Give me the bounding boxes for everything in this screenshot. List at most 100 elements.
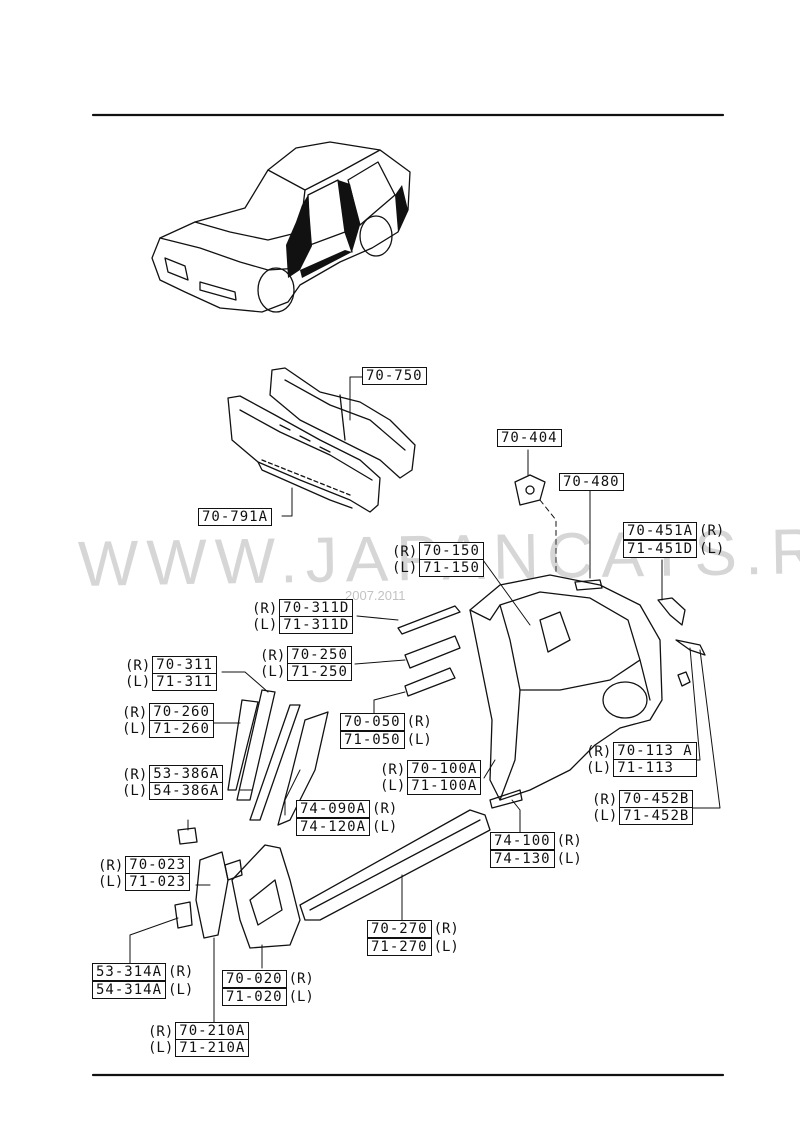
side-l: (L) xyxy=(288,989,314,1005)
part-number-l: 71-270 xyxy=(367,938,432,956)
side-r: (R) xyxy=(122,704,148,721)
part-number-l: 71-250 xyxy=(287,664,352,681)
side-l: (L) xyxy=(122,720,148,737)
side-l: (L) xyxy=(260,663,286,680)
part-number-r: 70-260 xyxy=(149,703,214,721)
part-number-l: 71-150 xyxy=(419,560,484,577)
part-number: 70-404 xyxy=(497,429,562,447)
part-70-260-shape xyxy=(249,704,301,821)
part-number-r: 53-386A xyxy=(149,765,224,783)
side-l: (L) xyxy=(433,939,459,955)
leader-lines xyxy=(129,376,721,1034)
part-70-311-shape xyxy=(236,689,276,801)
callout-74-100: 74-100(R) 74-130(L) xyxy=(490,832,582,868)
side-r: (R) xyxy=(433,921,459,937)
part-number-r: 70-451A xyxy=(623,522,698,540)
part-number-l: 74-130 xyxy=(490,850,555,868)
side-l: (L) xyxy=(125,673,151,690)
side-r: (R) xyxy=(168,964,194,980)
part-number-l: 74-120A xyxy=(296,818,371,836)
part-number-l: 71-451D xyxy=(623,540,698,558)
side-r: (R) xyxy=(372,801,398,817)
part-number-r: 70-452B xyxy=(619,790,694,808)
part-number-l: 71-100A xyxy=(407,778,482,795)
side-l: (L) xyxy=(586,759,612,776)
side-l: (L) xyxy=(406,732,432,748)
part-70-113-shape xyxy=(677,671,691,687)
part-70-020-shape xyxy=(231,844,301,949)
part-number-r: 70-050 xyxy=(340,713,405,731)
side-r: (R) xyxy=(148,1023,174,1040)
part-70-260-inner xyxy=(227,699,259,791)
part-number-r: 53-314A xyxy=(92,963,167,981)
part-number-l: 71-260 xyxy=(149,721,214,738)
side-r: (R) xyxy=(556,833,582,849)
callout-74-090A: 74-090A(R) 74-120A(L) xyxy=(296,800,397,836)
callout-70-480: 70-480 xyxy=(559,473,624,491)
part-number-r: 74-090A xyxy=(296,800,371,818)
part-number-r: 70-023 xyxy=(125,856,190,874)
side-r: (R) xyxy=(406,714,432,730)
part-number-r: 70-311D xyxy=(279,599,354,617)
part-number-l: 71-210A xyxy=(175,1040,250,1057)
part-53-314A-shape xyxy=(174,901,193,929)
side-r: (R) xyxy=(98,857,124,874)
side-r: (R) xyxy=(380,761,406,778)
part-70-480-shape xyxy=(574,579,603,591)
part-number-r: 70-100A xyxy=(407,760,482,778)
part-number-r: 70-113 A xyxy=(613,742,697,760)
side-l: (L) xyxy=(592,807,618,824)
side-l: (L) xyxy=(122,782,148,799)
part-number-l: 71-113 xyxy=(613,760,697,777)
part-74-090A-shape xyxy=(277,711,329,826)
part-70-023-shape xyxy=(224,859,243,881)
part-number-l: 71-311 xyxy=(152,674,217,691)
side-r: (R) xyxy=(586,743,612,760)
part-number-l: 54-386A xyxy=(149,783,224,800)
side-l: (L) xyxy=(556,851,582,867)
callout-70-020: 70-020(R) 71-020(L) xyxy=(222,970,314,1006)
callout-70-404: 70-404 xyxy=(497,429,562,447)
part-number: 70-791A xyxy=(198,508,273,526)
side-r: (R) xyxy=(252,600,278,617)
part-number-l: 71-452B xyxy=(619,808,694,825)
side-r: (R) xyxy=(592,791,618,808)
part-number-r: 70-210A xyxy=(175,1022,250,1040)
side-l: (L) xyxy=(372,819,398,835)
part-number-l: 71-023 xyxy=(125,874,190,891)
part-number-l: 71-311D xyxy=(279,617,354,634)
part-70-250-shape xyxy=(404,635,461,669)
callout-70-050: 70-050(R) 71-050(L) xyxy=(340,713,432,749)
side-l: (L) xyxy=(98,873,124,890)
part-number-r: 70-020 xyxy=(222,970,287,988)
side-r: (R) xyxy=(125,657,151,674)
part-number-r: 70-311 xyxy=(152,656,217,674)
quarter-panel xyxy=(469,574,663,801)
side-r: (R) xyxy=(699,523,725,539)
callout-70-270: 70-270(R) 71-270(L) xyxy=(367,920,459,956)
part-number: 70-750 xyxy=(362,367,427,385)
part-number-l: 71-020 xyxy=(222,988,287,1006)
part-number-l: 71-050 xyxy=(340,731,405,749)
side-r: (R) xyxy=(122,766,148,783)
side-r: (R) xyxy=(392,543,418,560)
callout-53-314A: 53-314A(R) 54-314A(L) xyxy=(92,963,193,999)
side-l: (L) xyxy=(252,616,278,633)
side-l: (L) xyxy=(168,982,194,998)
part-53-386A-shape xyxy=(177,827,198,845)
part-70-451-shape xyxy=(657,597,686,626)
part-70-210A-shape xyxy=(195,851,229,939)
callout-70-750: 70-750 xyxy=(362,367,427,385)
part-70-270-shape xyxy=(299,809,491,921)
part-number-l: 54-314A xyxy=(92,981,167,999)
